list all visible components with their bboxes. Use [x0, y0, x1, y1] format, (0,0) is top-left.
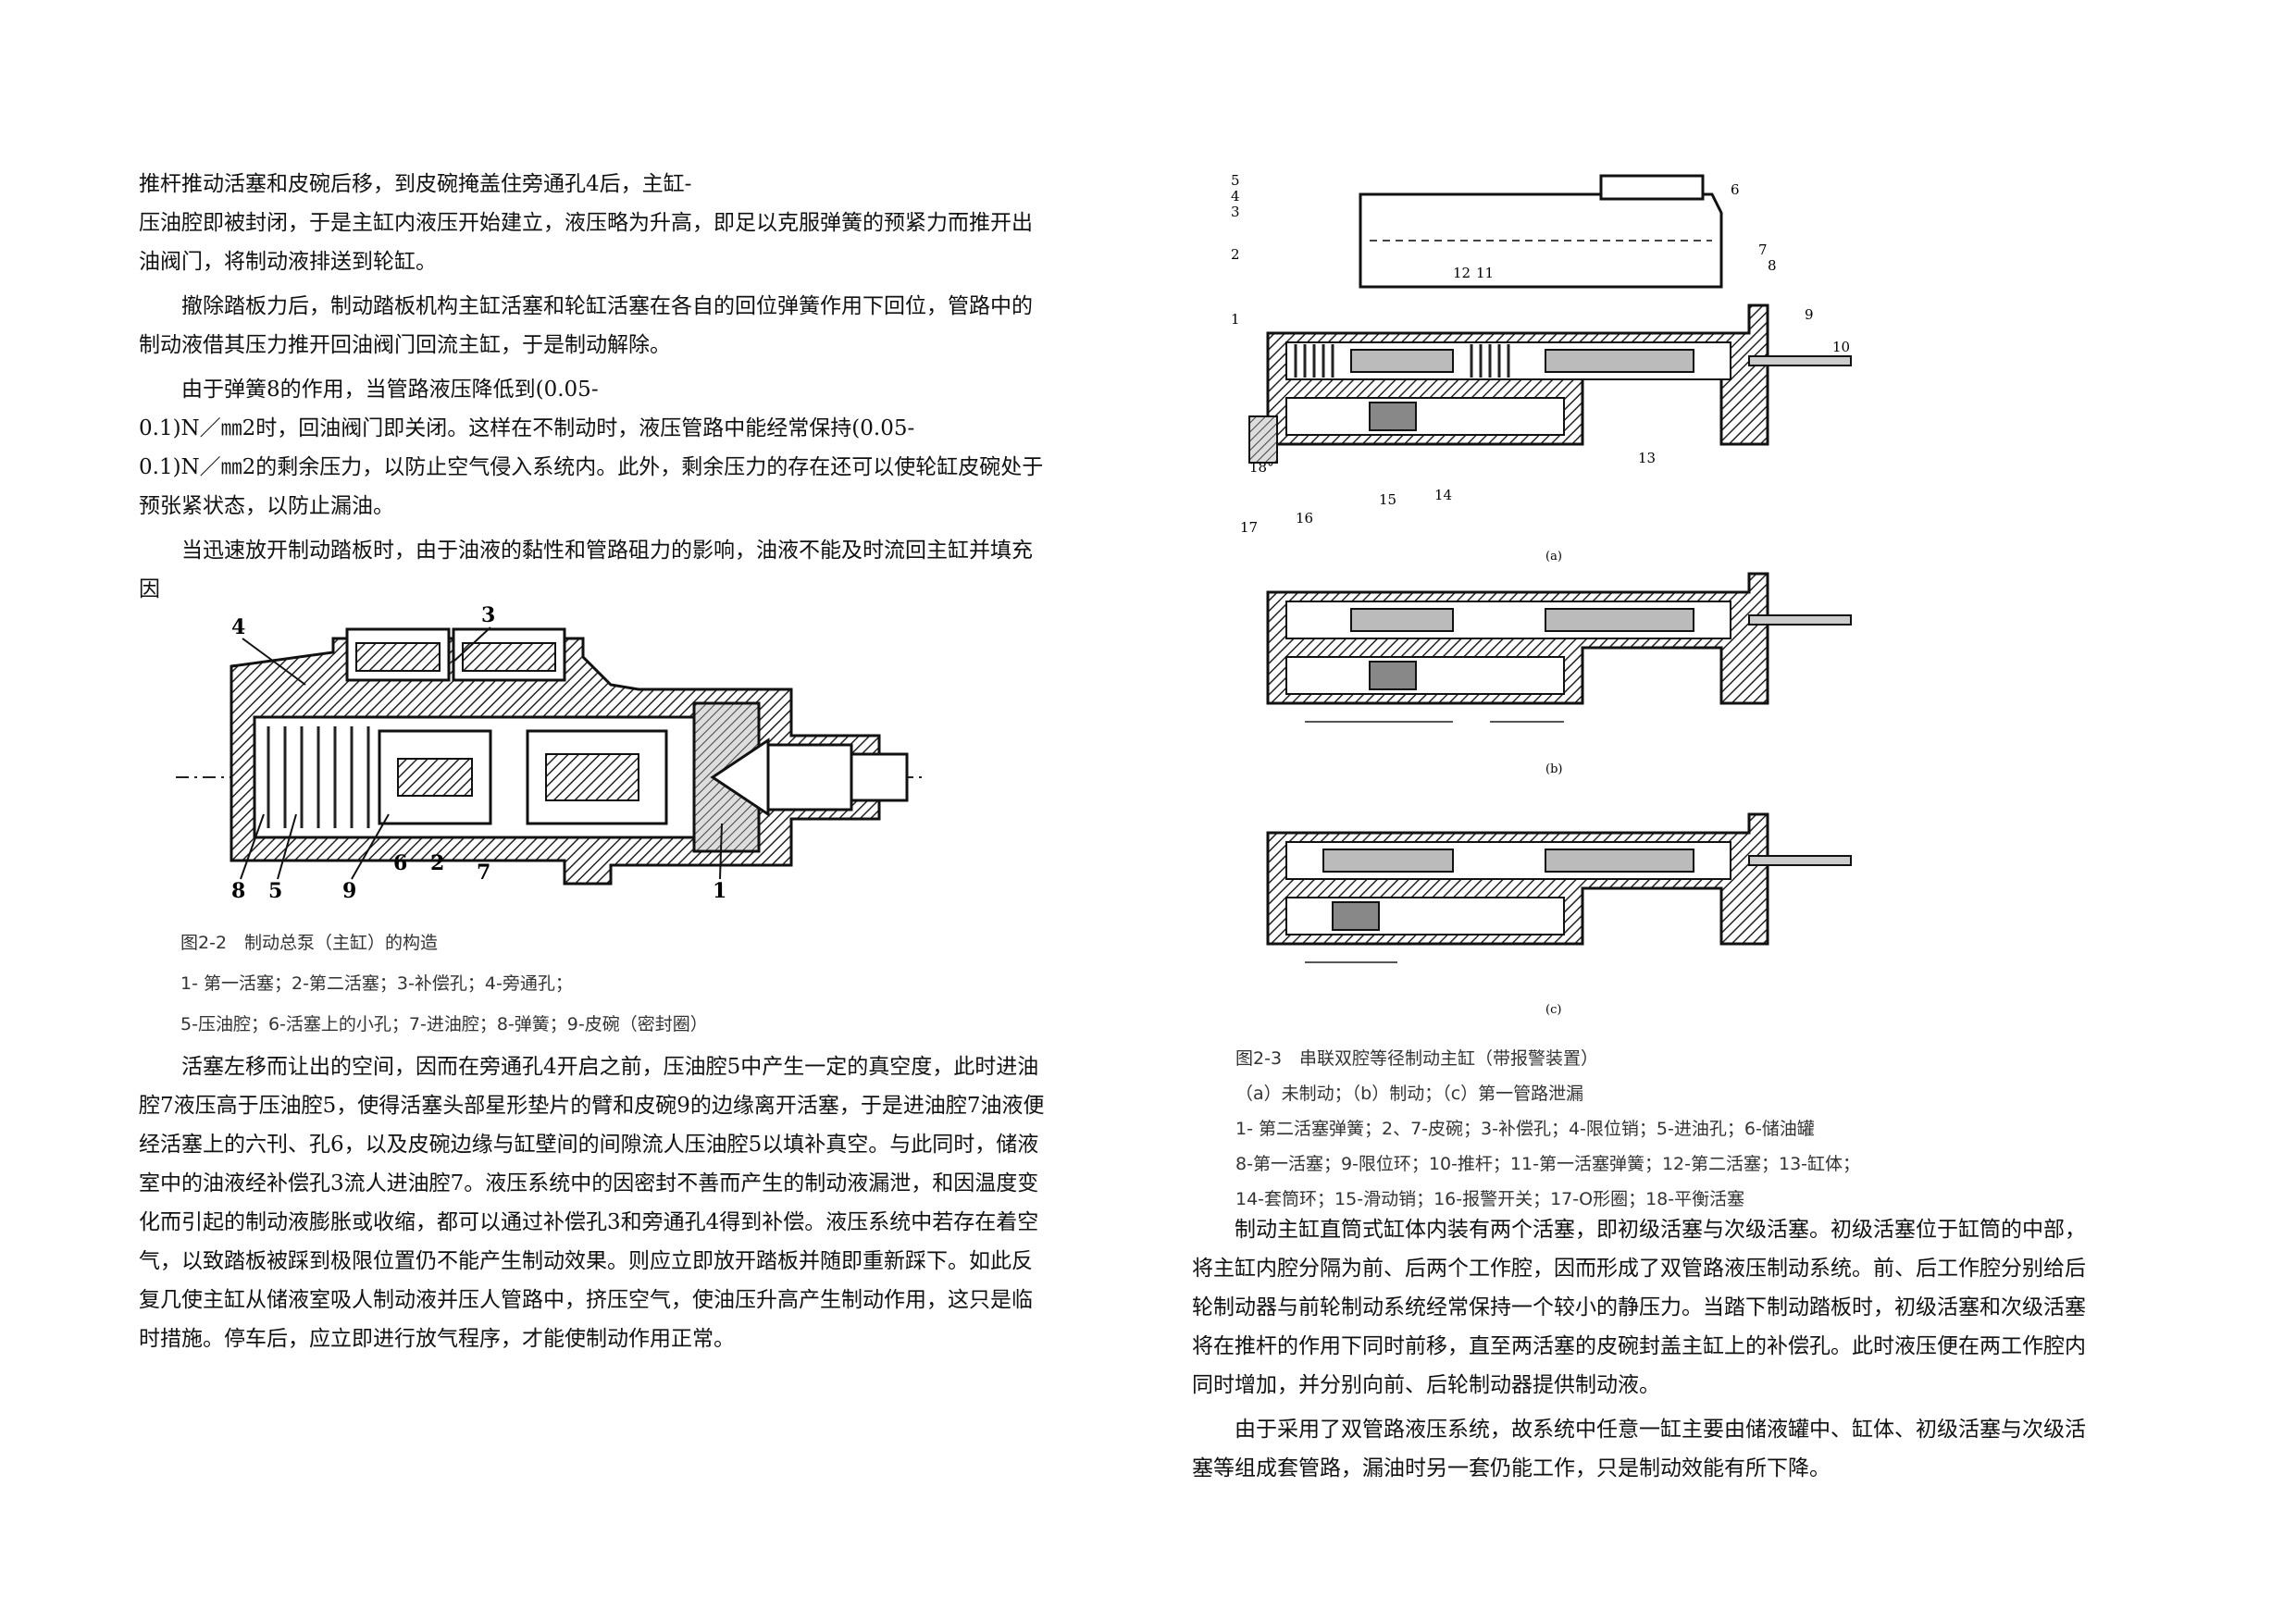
fig22-label-2: 2 [430, 851, 444, 875]
fig22-label-7: 7 [477, 861, 490, 885]
para6-line5: 同时增加，并分别向前、后轮制动器提供制动液。 [1192, 1373, 1660, 1397]
fig22-caption-block: 图2-2 制动总泵（主缸）的构造 1- 第一活塞；2-第二活塞；3-补偿孔；4-… [180, 925, 1106, 1042]
fig23-label-14: 14 [1434, 487, 1452, 503]
para2-line2: 制动液借其压力推开回油阀门回流主缸，于是制动解除。 [139, 333, 671, 357]
para1-line2: 压油腔即被封闭，于是主缸内液压开始建立，液压略为升高，即足以克服弹簧的预紧力而推… [139, 211, 1033, 235]
para5-line3: 经活塞上的六刊、孔6，以及皮碗边缘与缸壁间的间隙流人压油腔5以填补真空。与此同时… [139, 1133, 1039, 1157]
fig22-legend-1: 1- 第一活塞；2-第二活塞；3-补偿孔；4-旁通孔； [180, 973, 573, 994]
para6-line2: 将主缸内腔分隔为前、后两个工作腔，因而形成了双管路液压制动系统。前、后工作腔分别… [1192, 1257, 2086, 1281]
fig22-label-3: 3 [481, 603, 495, 627]
fig23-label-11: 11 [1476, 265, 1494, 281]
fig23-label-18: 18° [1249, 459, 1274, 476]
para3-line1: 由于弹簧8的作用，当管路液压降低到(0.05- [181, 378, 599, 402]
fig23-label-12: 12 [1453, 265, 1471, 281]
fig22-label-4: 4 [231, 615, 245, 639]
para3-line4: 预张紧状态，以防止漏油。 [139, 494, 394, 518]
left-column: 推杆推动活塞和皮碗后移，到皮碗掩盖住旁通孔4后，主缸- 压油腔即被封闭，于是主缸… [139, 165, 1120, 609]
para3-line3: 0.1)N／㎜2的剩余压力，以防止空气侵入系统内。此外，剩余压力的存在还可以使轮… [139, 455, 1044, 479]
fig23-legend-4: 14-套筒环；15-滑动销；16-报警开关；17-O形圈；18-平衡活塞 [1235, 1189, 1745, 1209]
para5-line6: 气，以致踏板被踩到极限位置仍不能产生制动效果。则应立即放开踏板并随即重新踩下。如… [139, 1249, 1033, 1273]
fig23-label-8: 8 [1768, 257, 1777, 274]
para5-line1: 活塞左移而让出的空间，因而在旁通孔4开启之前，压油腔5中产生一定的真空度，此时进… [181, 1055, 1039, 1079]
fig23-sub-b: (b) [1545, 762, 1562, 776]
fig23-view-b: (b) [1266, 572, 1852, 776]
figure-2-2: 4 3 8 5 9 6 2 7 1 [176, 601, 935, 907]
figure-2-3: 5 4 3 2 1 12 11 6 7 8 9 10 13 18° 17 16 … [1231, 167, 1869, 1036]
para5-line7: 复几使主缸从储液室吸人制动液并压人管路中，挤压空气，使油压升高产生制动作用，这只… [139, 1288, 1033, 1312]
para7-line2: 塞等组成套管路，漏油时另一套仍能工作，只是制动效能有所下降。 [1192, 1456, 1831, 1481]
right-text: 制动主缸直筒式缸体内装有两个活塞，即初级活塞与次级活塞。初级活塞位于缸筒的中部，… [1192, 1210, 2178, 1488]
fig23-label-16: 16 [1296, 510, 1313, 527]
fig23-caption-block: 图2-3 串联双腔等径制动主缸（带报警装置） （a）未制动；（b）制动；（c）第… [1235, 1041, 2161, 1217]
para1-line3: 油阀门，将制动液排送到轮缸。 [139, 250, 437, 274]
para3-line2: 0.1)N／㎜2时，回油阀门即关闭。这样在不制动时，液压管路中能经常保持(0.0… [139, 416, 915, 440]
para5-line8: 时措施。停车后，应立即进行放气程序，才能使制动作用正常。 [139, 1327, 735, 1351]
fig23-legend-3: 8-第一活塞；9-限位环；10-推杆；11-第一活塞弹簧；12-第二活塞；13-… [1235, 1154, 1861, 1174]
fig23-label-2: 2 [1231, 246, 1240, 263]
fig23-legend-1: （a）未制动；（b）制动；（c）第一管路泄漏 [1235, 1084, 1584, 1104]
fig23-view-c: (c) [1266, 812, 1852, 1017]
fig22-label-6: 6 [393, 851, 407, 875]
tandem-master-cylinder-diagram: 5 4 3 2 1 12 11 6 7 8 9 10 13 18° 17 16 … [1231, 172, 1852, 1017]
fig22-label-5: 5 [268, 879, 282, 903]
para1-line1: 推杆推动活塞和皮碗后移，到皮碗掩盖住旁通孔4后，主缸- [139, 172, 692, 196]
fig23-label-6: 6 [1731, 181, 1740, 198]
fig23-caption: 图2-3 串联双腔等径制动主缸（带报警装置） [1235, 1048, 1599, 1069]
para6-line1: 制动主缸直筒式缸体内装有两个活塞，即初级活塞与次级活塞。初级活塞位于缸筒的中部， [1235, 1218, 2086, 1242]
para7-line1: 由于采用了双管路液压系统，故系统中任意一缸主要由储液罐中、缸体、初级活塞与次级活 [1235, 1418, 2086, 1442]
fig23-label-15: 15 [1379, 491, 1396, 508]
fig23-label-17: 17 [1240, 519, 1258, 536]
fig23-label-13: 13 [1638, 450, 1656, 466]
fig23-label-9: 9 [1805, 306, 1814, 323]
fig23-sub-c: (c) [1545, 1003, 1561, 1017]
fig23-label-7: 7 [1758, 242, 1768, 258]
fig23-legend-2: 1- 第二活塞弹簧；2、7-皮碗；3-补偿孔；4-限位销；5-进油孔；6-储油罐 [1235, 1119, 1815, 1139]
fig23-sub-a: (a) [1545, 550, 1562, 564]
para5-line2: 腔7液压高于压油腔5，使得活塞头部星形垫片的臂和皮碗9的边缘离开活塞，于是进油腔… [139, 1094, 1045, 1118]
master-cylinder-diagram: 4 3 8 5 9 6 2 7 1 [176, 603, 925, 903]
para6-line3: 轮制动器与前轮制动系统经常保持一个较小的静压力。当踏下制动踏板时，初级活塞和次级… [1192, 1295, 2086, 1319]
fig22-label-1: 1 [713, 879, 726, 903]
fig22-label-9: 9 [342, 879, 356, 903]
fig23-label-3: 3 [1231, 204, 1240, 220]
fig23-label-10: 10 [1832, 339, 1850, 355]
para2-line1: 撤除踏板力后，制动踏板机构主缸活塞和轮缸活塞在各自的回位弹簧作用下回位，管路中的 [181, 294, 1033, 318]
para4-line1: 当迅速放开制动踏板时，由于油液的黏性和管路砠力的影响，油液不能及时流回主缸并填充 [181, 539, 1033, 563]
fig23-label-1: 1 [1231, 311, 1240, 328]
para4-line2: 因 [139, 577, 160, 601]
fig23-view-a: 5 4 3 2 1 12 11 6 7 8 9 10 13 18° 17 16 … [1231, 172, 1852, 564]
para6-line4: 将在推杆的作用下同时前移，直至两活塞的皮碗封盖主缸上的补偿孔。此时液压便在两工作… [1192, 1334, 2086, 1358]
fig23-label-4: 4 [1231, 188, 1240, 204]
fig22-label-8: 8 [231, 879, 245, 903]
para5-line4: 室中的油液经补偿孔3流人进油腔7。液压系统中的因密封不善而产生的制动液漏泄，和因… [139, 1171, 1039, 1196]
fig22-caption: 图2-2 制动总泵（主缸）的构造 [180, 933, 439, 953]
para5-line5: 化而引起的制动液膨胀或收缩，都可以通过补偿孔3和旁通孔4得到补偿。液压系统中若存… [139, 1210, 1039, 1234]
left-para5: 活塞左移而让出的空间，因而在旁通孔4开启之前，压油腔5中产生一定的真空度，此时进… [139, 1047, 1120, 1358]
fig22-legend-2: 5-压油腔；6-活塞上的小孔；7-进油腔；8-弹簧；9-皮碗（密封圈） [180, 1014, 708, 1035]
fig23-label-5: 5 [1231, 172, 1240, 189]
